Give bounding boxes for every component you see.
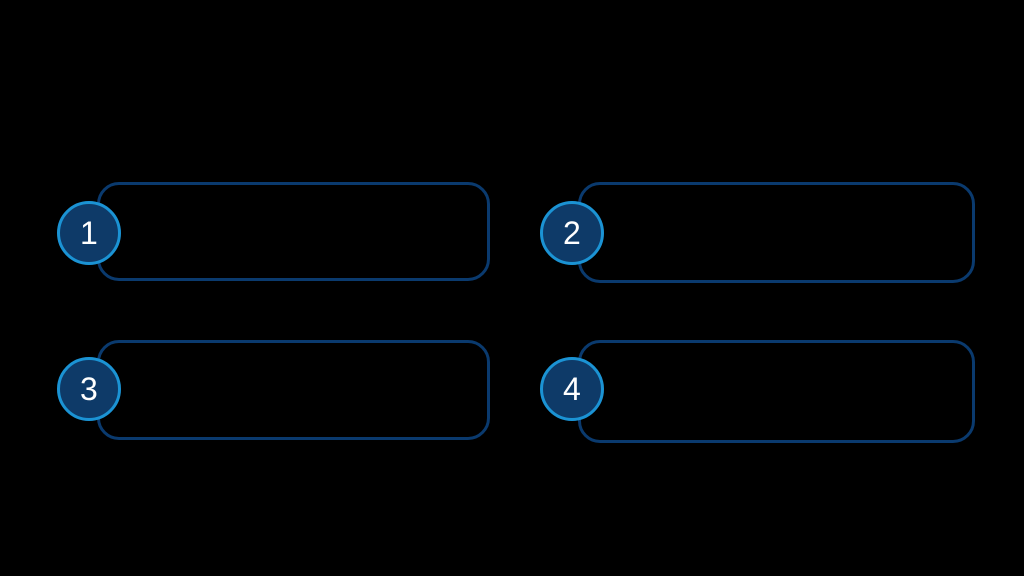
callout-two-badge[interactable]: 2 [540, 201, 604, 265]
callout-one-box[interactable] [97, 182, 490, 281]
callout-two-box[interactable] [578, 182, 975, 283]
callout-four[interactable]: 4 [540, 340, 975, 443]
callout-two[interactable]: 2 [540, 182, 975, 283]
callout-four-box[interactable] [578, 340, 975, 443]
callout-one[interactable]: 1 [57, 182, 490, 281]
callout-three[interactable]: 3 [57, 340, 490, 440]
callout-one-badge[interactable]: 1 [57, 201, 121, 265]
callout-three-badge-number: 3 [80, 371, 98, 407]
callout-four-badge[interactable]: 4 [540, 357, 604, 421]
callout-four-badge-number: 4 [563, 371, 581, 407]
callout-one-badge-number: 1 [80, 215, 98, 251]
callout-three-box[interactable] [97, 340, 490, 440]
callout-two-badge-number: 2 [563, 215, 581, 251]
callout-three-badge[interactable]: 3 [57, 357, 121, 421]
